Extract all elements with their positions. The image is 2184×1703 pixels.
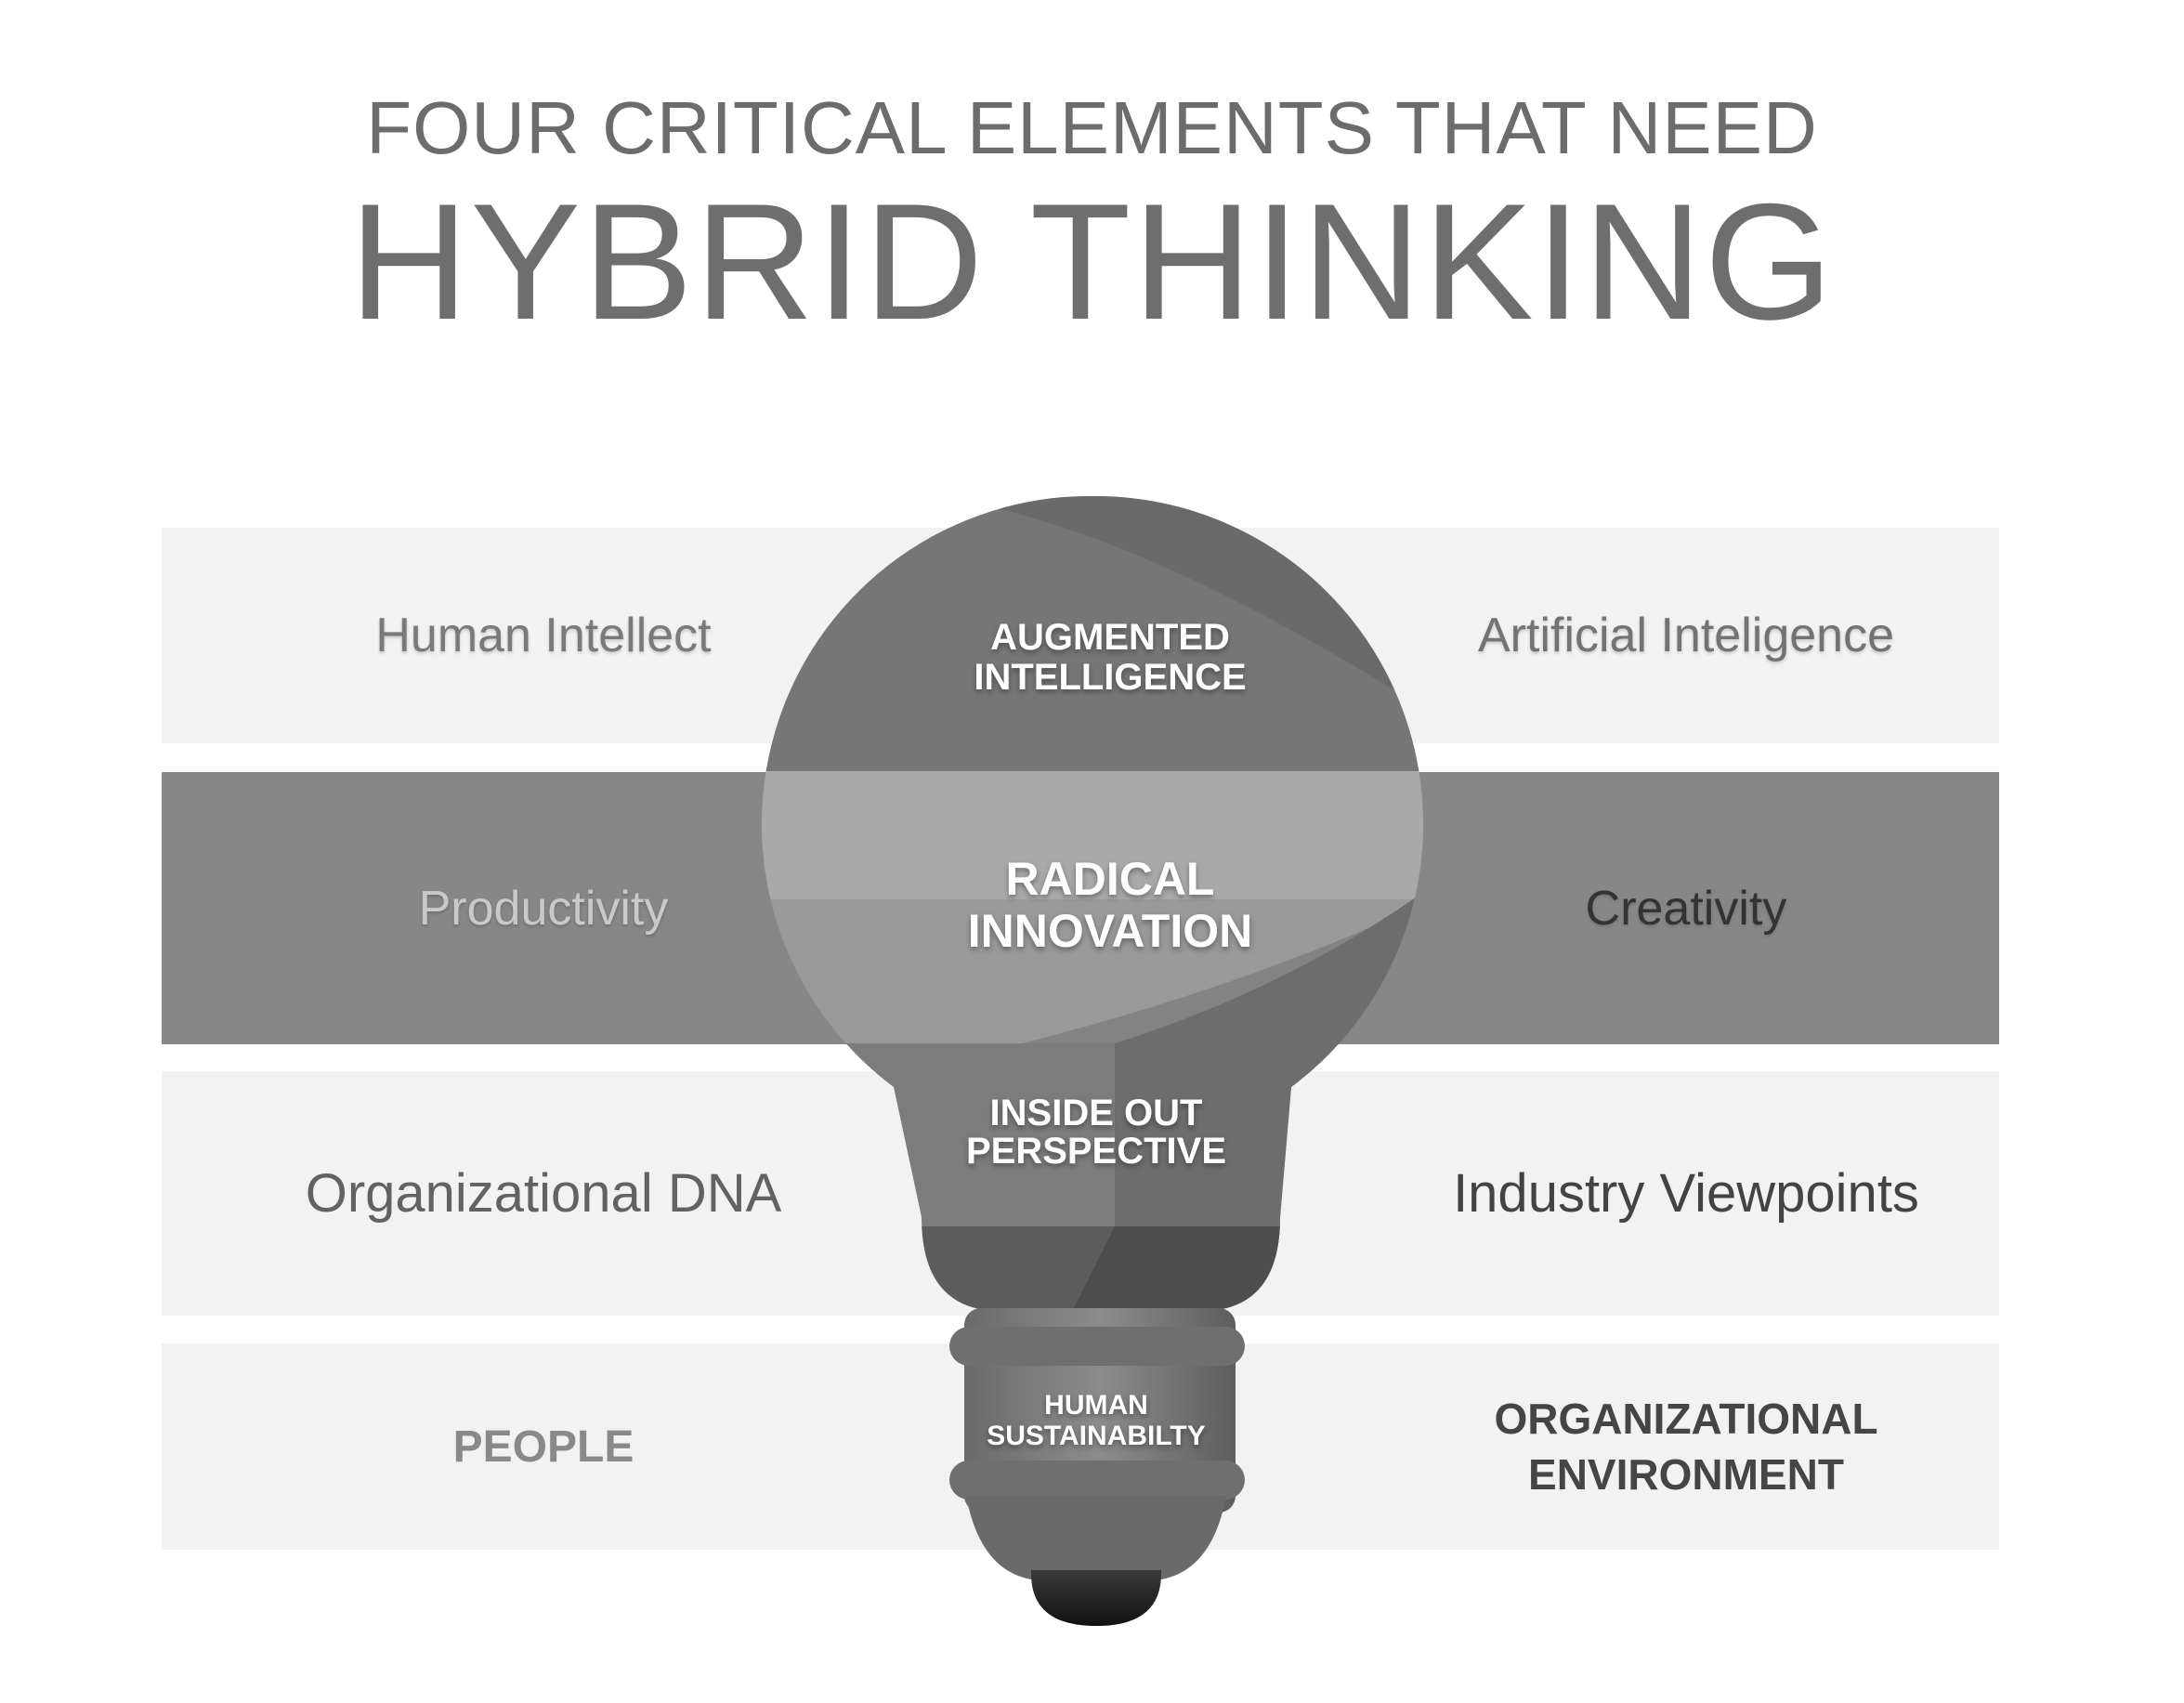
center-augmented-intelligence-line2: INTELLIGENCE [974,657,1247,698]
label-organizational-environment-line2: ENVIRONMENT [1528,1450,1844,1499]
title-heading: HYBRID THINKING [348,169,1836,354]
label-industry-viewpoints: Industry Viewpoints [1453,1163,1919,1224]
label-human-intellect: Human Intellect [375,609,712,662]
label-people: PEOPLE [452,1421,634,1472]
label-artificial-intelligence: Artificial Inteligence [1478,609,1894,662]
label-organizational-environment: ORGANIZATIONAL ENVIRONMENT [1328,1343,2044,1550]
center-radical-innovation: RADICAL INNOVATION [910,853,1310,957]
title-subheading: FOUR CRITICAL ELEMENTS THAT NEED [366,86,1818,169]
label-productivity: Productivity [418,881,669,936]
center-radical-innovation-line1: RADICAL [1005,853,1215,905]
center-inside-out-perspective-line1: INSIDE OUT [989,1093,1203,1133]
center-human-sustainability: HUMAN SUSTAINABILTY [961,1390,1231,1451]
label-organizational-dna: Organizational DNA [305,1163,782,1224]
center-inside-out-perspective: INSIDE OUT PERSPECTIVE [915,1094,1277,1171]
center-human-sustainability-line2: SUSTAINABILTY [987,1421,1206,1451]
bulb-base [949,1308,1245,1626]
center-augmented-intelligence: AUGMENTED INTELLIGENCE [929,618,1291,698]
center-augmented-intelligence-line1: AUGMENTED [990,617,1230,658]
center-inside-out-perspective-line2: PERSPECTIVE [965,1131,1227,1172]
label-organizational-environment-line1: ORGANIZATIONAL [1494,1395,1878,1443]
center-human-sustainability-line1: HUMAN [1044,1390,1148,1421]
label-creativity: Creativity [1585,881,1787,936]
center-radical-innovation-line2: INNOVATION [967,905,1253,957]
